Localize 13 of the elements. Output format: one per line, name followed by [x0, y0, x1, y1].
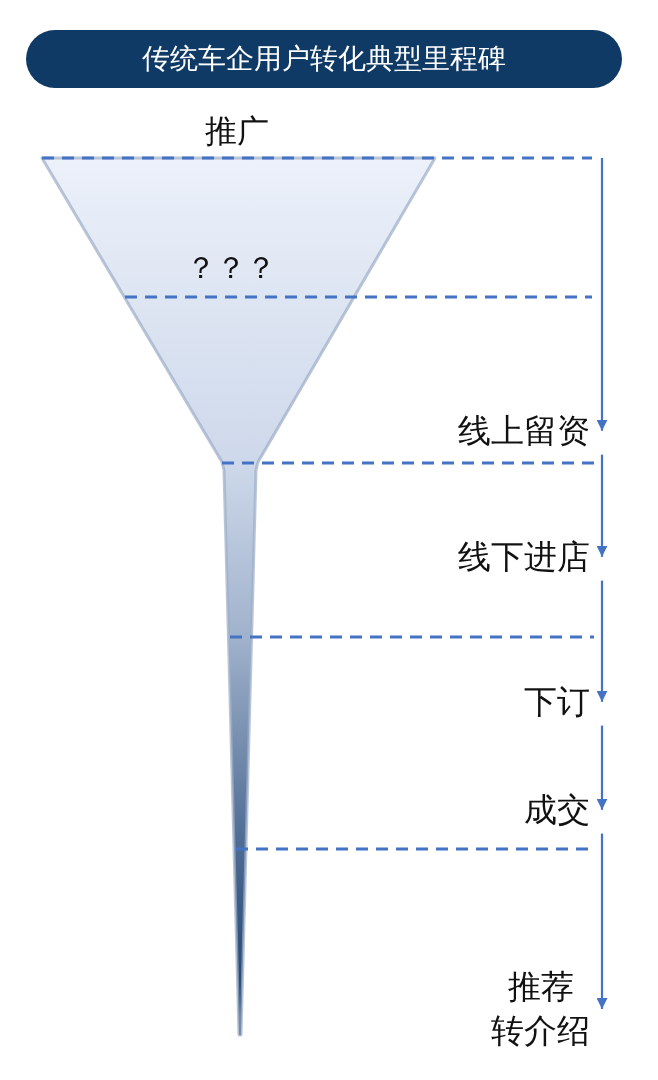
stage-label: 推荐转介绍	[491, 965, 596, 1053]
arrow	[596, 580, 608, 702]
arrow	[596, 833, 608, 1009]
stage-label: 成交	[524, 790, 596, 830]
stage-label: 线上留资	[458, 411, 596, 451]
stage-label: 线下进店	[458, 537, 596, 577]
arrow	[596, 158, 608, 431]
title-banner: 传统车企用户转化典型里程碑	[26, 30, 622, 88]
arrow	[596, 725, 608, 810]
question-marks: ？？？	[186, 249, 276, 287]
stage-label: 推广	[205, 111, 269, 152]
stage-label: 下订	[524, 682, 596, 722]
arrow	[596, 454, 608, 557]
